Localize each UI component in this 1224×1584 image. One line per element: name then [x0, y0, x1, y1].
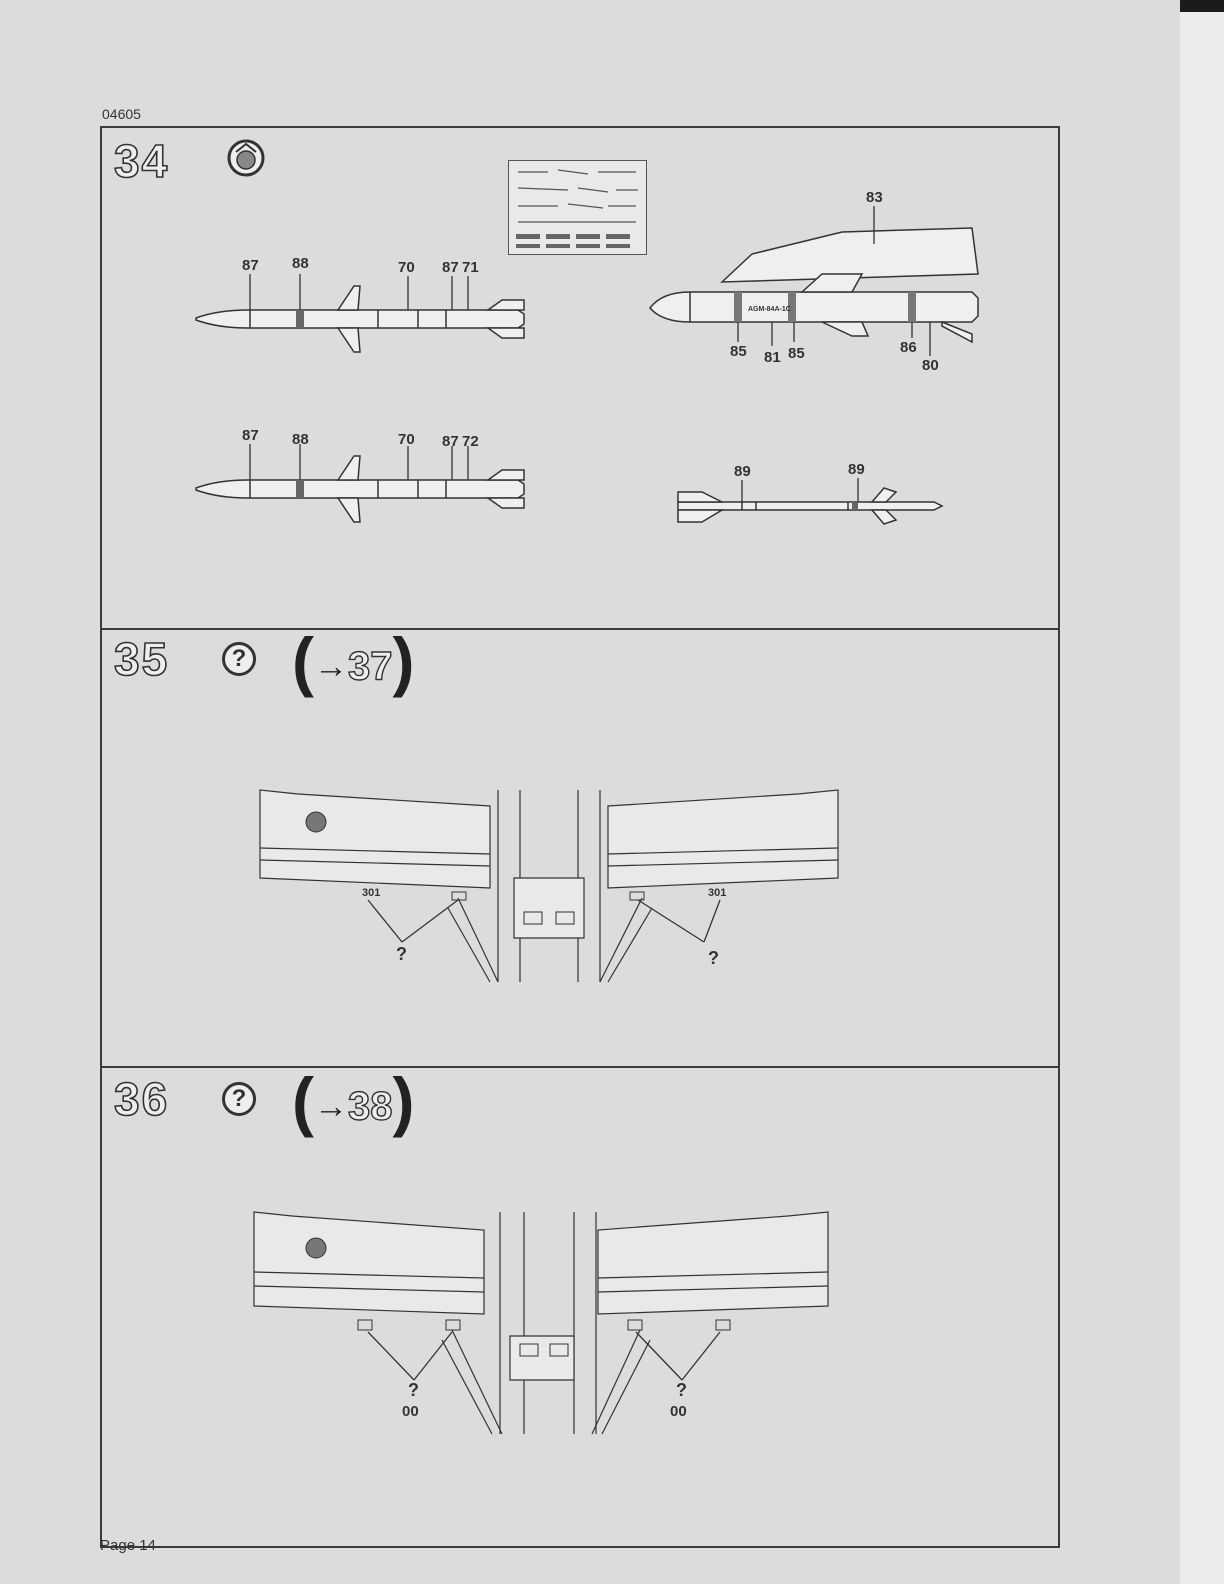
edge-tab — [1180, 0, 1224, 12]
wing-code-left: 00 — [402, 1403, 419, 1420]
step-36-number: 36 — [114, 1072, 169, 1126]
instruction-frame: 34 — [100, 126, 1060, 1548]
part-label: 72 — [462, 433, 479, 450]
step-divider-1 — [102, 628, 1058, 630]
part-label: 88 — [292, 431, 309, 448]
part-label: 87 — [442, 259, 459, 276]
part-label: 80 — [922, 357, 939, 374]
part-label: 71 — [462, 259, 479, 276]
wing-question-right: ? — [708, 948, 719, 968]
harpoon-pod-diagram: AGM-84A-1C 83 85 81 85 86 80 — [642, 184, 1002, 384]
missile-diagram-bottom: 87 88 70 87 72 — [188, 424, 538, 530]
wing-code-right: 301 — [708, 887, 726, 899]
part-label: 87 — [242, 427, 259, 444]
arrow-right-icon: → — [314, 1088, 348, 1126]
wing-code-right: 00 — [670, 1403, 687, 1420]
wing-underside-diagram-35: 301 301 ? ? — [258, 788, 842, 984]
decal-sheet-icon — [226, 138, 266, 178]
goto-step-number: 38 — [348, 1085, 393, 1129]
wing-code-left: 301 — [362, 887, 380, 899]
part-label: 81 — [764, 349, 781, 366]
decal-sheet-thumbnail — [508, 160, 648, 256]
document-code: 04605 — [102, 106, 141, 122]
part-label: 89 — [734, 463, 751, 480]
question-icon: ? — [222, 642, 256, 676]
step-35-goto: (→37) — [292, 628, 414, 700]
part-label: 85 — [788, 345, 805, 362]
step-divider-2 — [102, 1066, 1058, 1068]
part-label: 87 — [242, 257, 259, 274]
missile-diagram-top: 87 88 70 87 71 — [188, 254, 538, 360]
wing-question-left: ? — [408, 1380, 419, 1400]
part-label: 70 — [398, 431, 415, 448]
sidewinder-diagram: 89 89 — [672, 454, 952, 544]
part-label: 86 — [900, 339, 917, 356]
part-label: 85 — [730, 343, 747, 360]
step-34-number: 34 — [114, 134, 169, 188]
pod-stencil: AGM-84A-1C — [748, 306, 791, 313]
wing-question-left: ? — [396, 944, 407, 964]
question-icon: ? — [222, 1082, 256, 1116]
step-36-goto: (→38) — [292, 1068, 414, 1140]
page-edge — [1180, 0, 1224, 1584]
part-label: 83 — [866, 189, 883, 206]
wing-question-right: ? — [676, 1380, 687, 1400]
goto-step-number: 37 — [348, 645, 393, 689]
arrow-right-icon: → — [314, 648, 348, 686]
part-label: 70 — [398, 259, 415, 276]
part-label: 87 — [442, 433, 459, 450]
wing-underside-diagram-36: ? ? 00 00 — [252, 1210, 836, 1436]
step-35-number: 35 — [114, 632, 169, 686]
part-label: 88 — [292, 255, 309, 272]
part-label: 89 — [848, 461, 865, 478]
page-number: Page 14 — [100, 1537, 156, 1554]
